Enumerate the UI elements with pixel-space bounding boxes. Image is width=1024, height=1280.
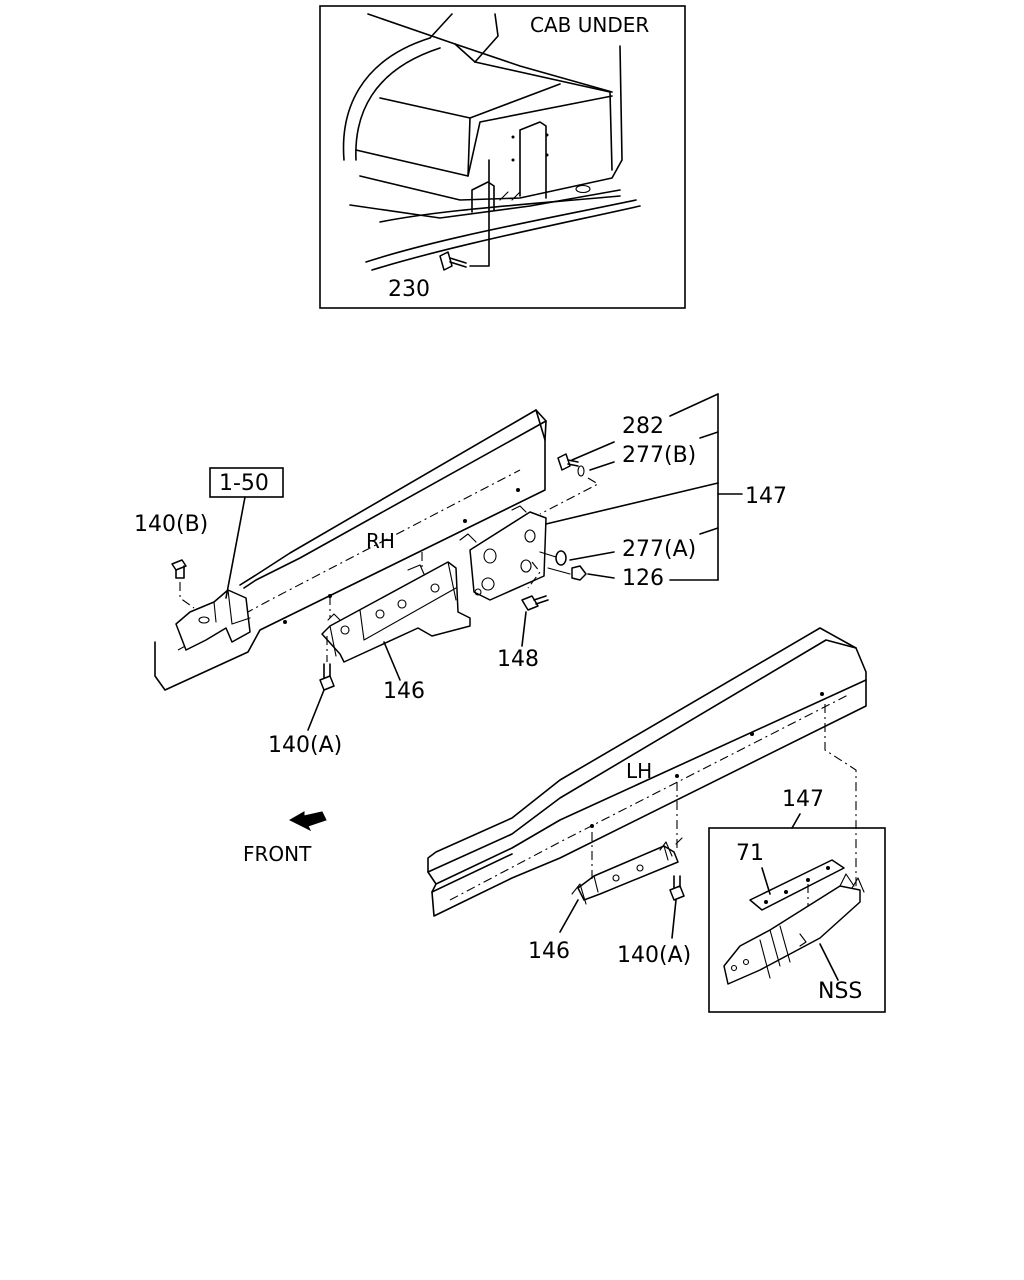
leader-nss <box>819 943 839 981</box>
front-arrow-icon <box>288 811 327 832</box>
leader-282-dash <box>539 477 600 515</box>
leader-148 <box>521 611 527 647</box>
callout-126: 126 <box>622 566 664 591</box>
leader-146-lh <box>559 899 579 933</box>
cab-under-title: CAB UNDER <box>530 13 649 37</box>
washer-277b <box>577 465 585 477</box>
callout-146-rh: 146 <box>383 679 425 704</box>
leader-140a-rh <box>307 689 325 731</box>
callout-277b: 277(B) <box>622 443 696 468</box>
callout-140a-rh: 140(A) <box>268 733 342 758</box>
leader-lh-to-inset <box>824 704 857 900</box>
callout-140a-lh: 140(A) <box>617 943 691 968</box>
cab-under-inset: CAB UNDER <box>319 5 686 309</box>
leader-148-dash <box>527 561 541 589</box>
callout-147-rh: 147 <box>745 484 787 509</box>
bracket-146-rh <box>321 561 471 663</box>
leader-146-rh-dash <box>329 552 423 618</box>
callout-bracket-147 <box>545 393 743 581</box>
reference-box-frame <box>209 467 284 498</box>
rail-label-lh: LH <box>626 759 652 783</box>
leader-1-50 <box>225 496 246 599</box>
inset-147 <box>708 813 886 1013</box>
bracket-nss <box>723 873 865 985</box>
washer-277a <box>555 550 567 566</box>
bolt-140a-rh <box>319 663 335 691</box>
callout-230: 230 <box>388 277 430 302</box>
lh-frame-rail <box>427 627 867 917</box>
bolt-140b <box>171 559 187 579</box>
callout-nss: NSS <box>818 979 862 1004</box>
bolt-140a-lh <box>669 875 685 901</box>
callout-282: 282 <box>622 414 664 439</box>
leader-140b <box>179 582 195 609</box>
plate-71 <box>749 859 845 911</box>
rh-frame-rail <box>154 409 547 691</box>
reference-box-1-50[interactable]: 1-50 <box>209 467 284 498</box>
leader-nut-dash <box>539 551 571 575</box>
bracket-146-lh <box>571 837 683 905</box>
nut-126 <box>571 565 587 581</box>
leader-146-rh <box>383 641 401 681</box>
callout-140b: 140(B) <box>134 512 208 537</box>
callout-147-lh: 147 <box>782 787 824 812</box>
callout-146-lh: 146 <box>528 939 570 964</box>
rail-label-rh: RH <box>366 529 395 553</box>
cab-floor-drawing <box>342 13 641 271</box>
leader-140a-lh <box>671 899 677 939</box>
bolt-148 <box>521 595 549 611</box>
leader-71 <box>761 867 771 895</box>
inset-147-frame <box>708 827 886 1013</box>
plate-147-rh <box>459 505 547 601</box>
front-label: FRONT <box>243 842 312 866</box>
bolt-282 <box>557 453 579 471</box>
reference-box-label: 1-50 <box>219 471 269 496</box>
callout-277a: 277(A) <box>622 537 696 562</box>
leader-146-lh-dash <box>591 782 678 880</box>
callout-71: 71 <box>736 841 764 866</box>
cab-under-frame <box>319 5 686 309</box>
leader-inset-147 <box>791 813 801 829</box>
callout-148: 148 <box>497 647 539 672</box>
